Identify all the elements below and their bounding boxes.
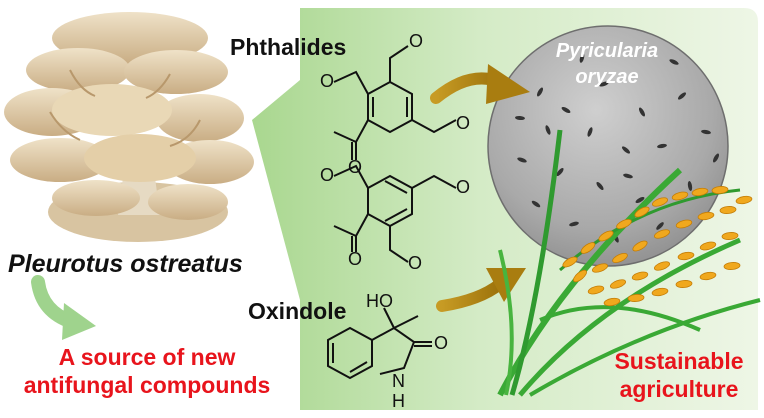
sustainable-text-line2: agriculture (619, 376, 739, 402)
atom-o-methoxy-2: O (456, 113, 471, 133)
phthalides-label: Phthalides (230, 34, 347, 60)
source-text-line2: antifungal compounds (23, 372, 271, 398)
atom-o-methoxy-1: O (409, 31, 424, 51)
rice-plant-icon (497, 129, 761, 397)
atom-o-ring-2: O (320, 165, 335, 185)
atom-o-ring-1: O (320, 71, 335, 91)
atom-o-carbonyl-2: O (348, 249, 363, 269)
atom-o-methoxy-4: O (408, 253, 423, 273)
organism-label: Pleurotus ostreatus (8, 250, 243, 278)
atom-hydroxyl: HO (366, 291, 393, 311)
oxindole-label: Oxindole (248, 298, 347, 324)
atom-o-carbonyl-oxindole: O (434, 333, 449, 353)
gold-arrow-to-pathogen (430, 64, 530, 104)
light-green-arrow (31, 275, 96, 340)
pathogen-name-line2: oryzae (575, 66, 639, 88)
sustainable-text-line1: Sustainable (614, 348, 744, 374)
phthalide-structure-2 (333, 164, 457, 263)
oxindole-structure (327, 307, 432, 380)
atom-h: H (392, 391, 405, 411)
pathogen-name-line1: Pyricularia (555, 40, 659, 62)
mushroom-icon (4, 12, 254, 242)
atom-o-methoxy-3: O (456, 177, 471, 197)
phthalide-structure-1 (333, 45, 457, 160)
atom-o-carbonyl-1: O (348, 157, 363, 177)
atom-n: N (392, 371, 405, 391)
source-text-line1: A source of new (58, 344, 236, 370)
